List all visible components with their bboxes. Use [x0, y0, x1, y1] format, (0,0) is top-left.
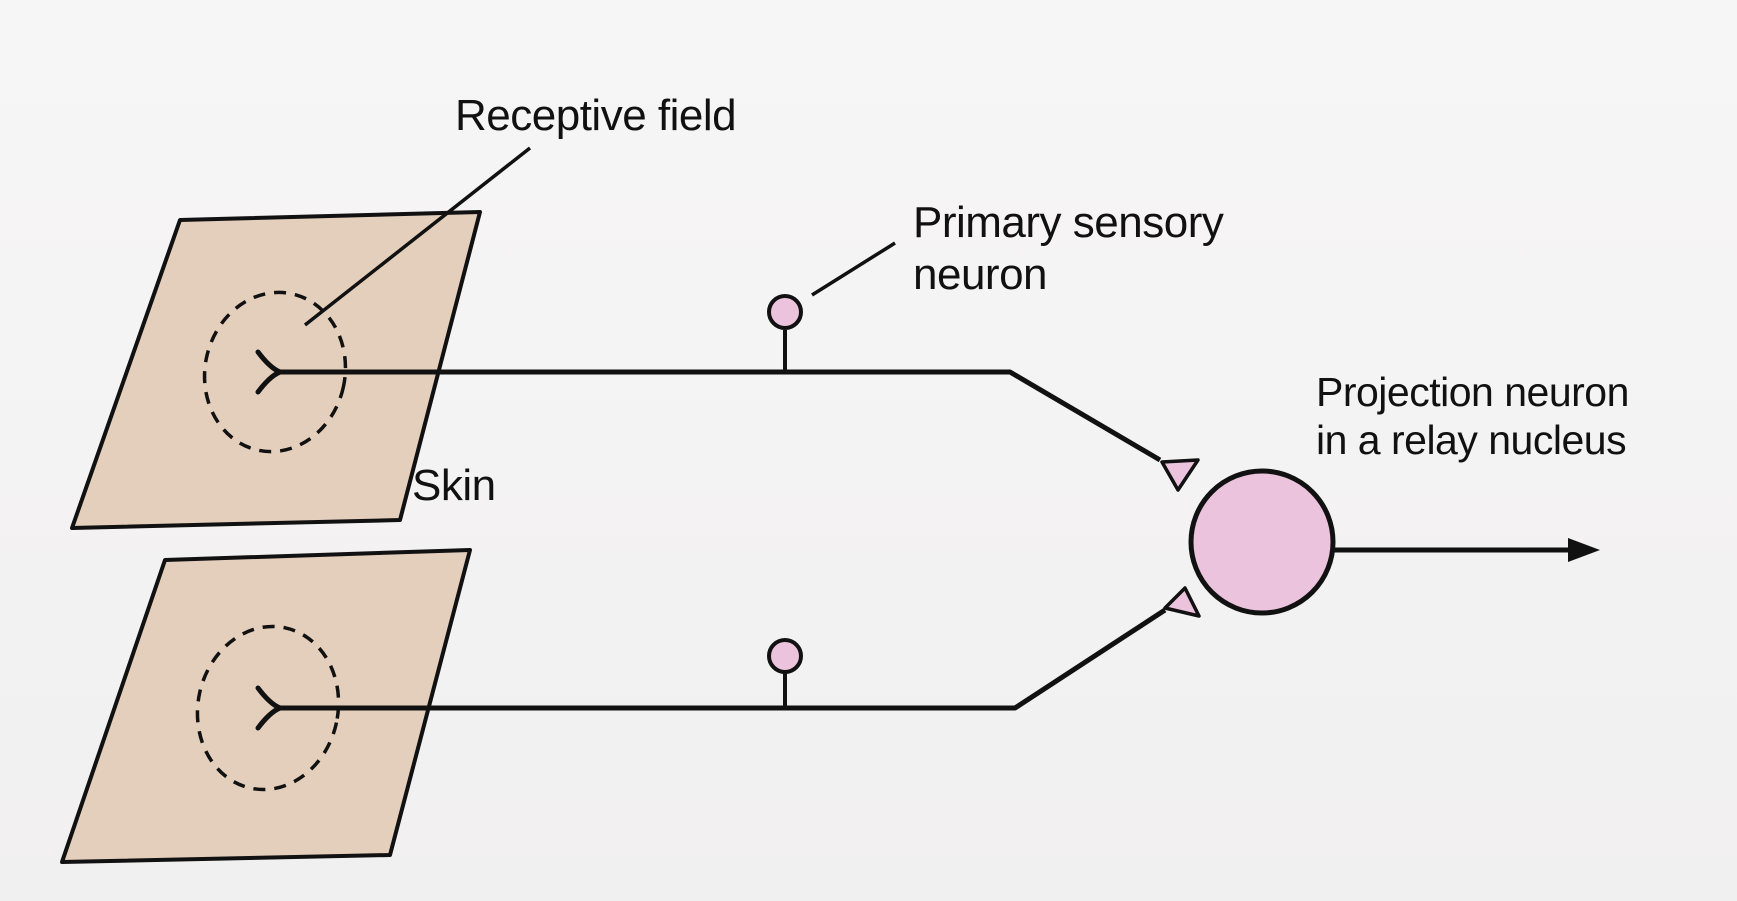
primary-sensory-soma-bottom	[769, 640, 801, 672]
primary-sensory-leader	[812, 243, 895, 295]
receptive-field-label: Receptive field	[455, 90, 736, 142]
projection-neuron-soma	[1191, 471, 1333, 613]
primary-sensory-soma-top	[769, 296, 801, 328]
projection-arrowhead	[1568, 538, 1600, 562]
primary-sensory-line2: neuron	[913, 249, 1223, 301]
primary-sensory-neuron-label: Primary sensory neuron	[913, 197, 1223, 301]
projection-line2: in a relay nucleus	[1316, 416, 1629, 464]
synaptic-terminal-bottom	[1165, 588, 1199, 616]
projection-neuron-label: Projection neuron in a relay nucleus	[1316, 368, 1629, 464]
primary-sensory-line1: Primary sensory	[913, 197, 1223, 249]
projection-line1: Projection neuron	[1316, 368, 1629, 416]
skin-label: Skin	[412, 460, 496, 512]
synaptic-terminal-top	[1162, 460, 1198, 490]
